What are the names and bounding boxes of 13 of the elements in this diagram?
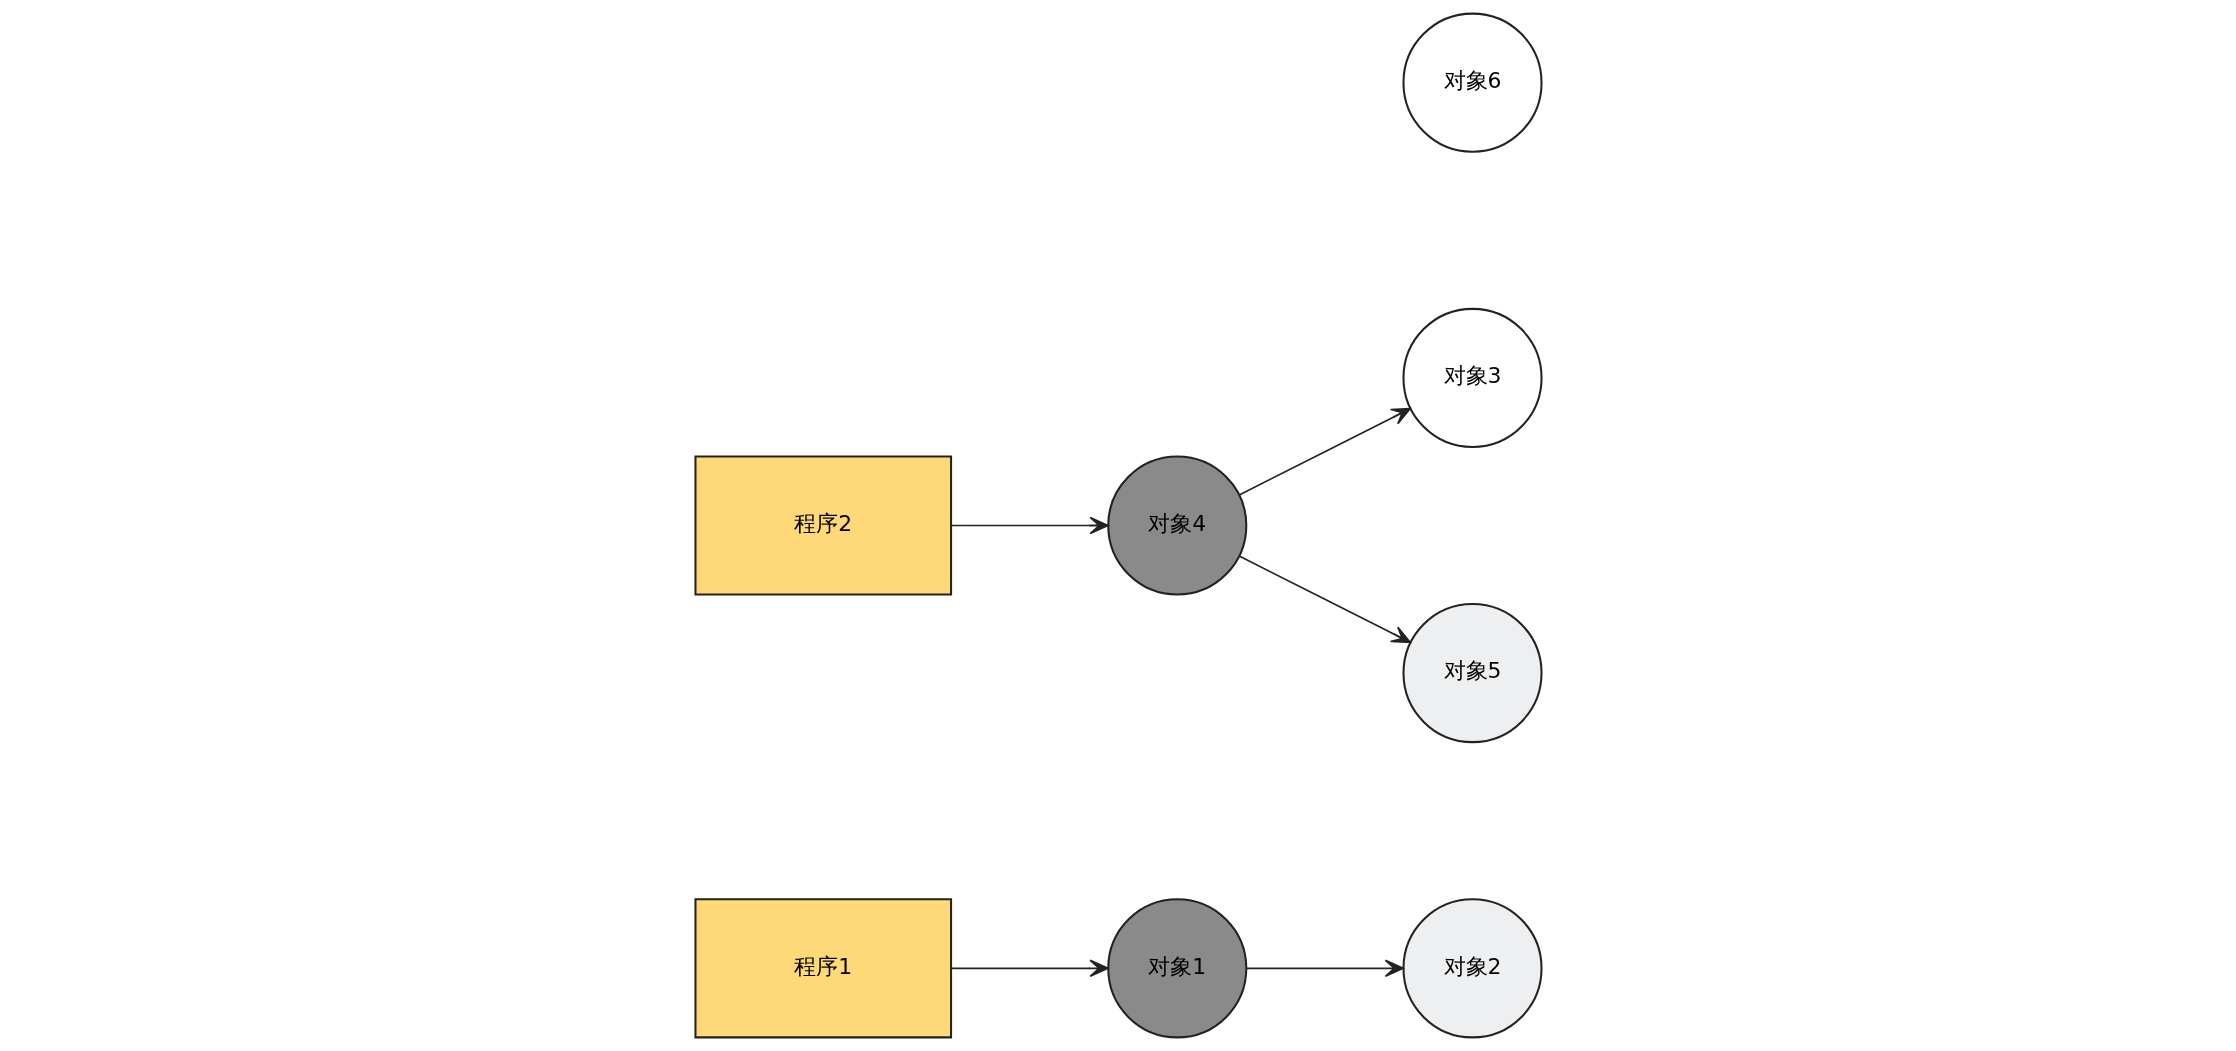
node-circle: 对象6 xyxy=(1401,12,1543,153)
arrow xyxy=(950,959,1109,978)
arrow xyxy=(1237,407,1411,496)
node-circle: 对象3 xyxy=(1401,307,1543,448)
arrow xyxy=(1245,959,1404,978)
node-circle: 对象2 xyxy=(1401,898,1543,1039)
node-circle: 对象5 xyxy=(1401,603,1543,744)
node-box: 程序1 xyxy=(693,898,952,1039)
node-circle: 对象4 xyxy=(1106,455,1247,596)
node-circle: 对象1 xyxy=(1106,898,1247,1039)
arrow xyxy=(1237,555,1411,644)
arrow xyxy=(950,516,1109,535)
node-box: 程序2 xyxy=(693,455,952,596)
